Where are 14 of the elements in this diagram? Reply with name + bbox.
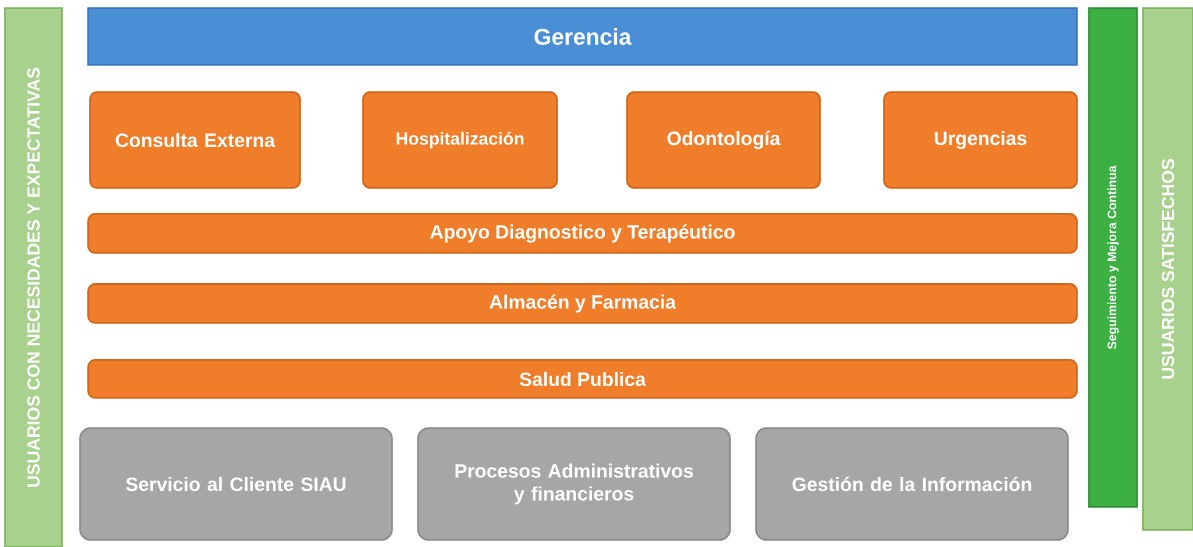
side-band: USUARIOS SATISFECHOS — [1142, 7, 1193, 531]
process-box: Hospitalización — [362, 91, 558, 189]
side-band: USUARIOS CON NECESIDADES Y EXPECTATIVAS — [4, 7, 63, 547]
process-box: Odontología — [626, 91, 821, 189]
process-box: Almacén y Farmacia — [87, 283, 1078, 324]
support-box: Servicio al Cliente SIAU — [79, 427, 393, 541]
process-box: Urgencias — [883, 91, 1078, 189]
process-box: Salud Publica — [87, 359, 1078, 399]
header-bar: Gerencia — [87, 7, 1078, 66]
support-box: Procesos Administrativos y financieros — [417, 427, 731, 541]
side-band: Seguimiento y Mejora Continua — [1088, 7, 1138, 508]
support-box: Gestión de la Información — [755, 427, 1069, 541]
process-box: Consulta Externa — [89, 91, 301, 189]
process-box: Apoyo Diagnostico y Terapéutico — [87, 213, 1078, 254]
